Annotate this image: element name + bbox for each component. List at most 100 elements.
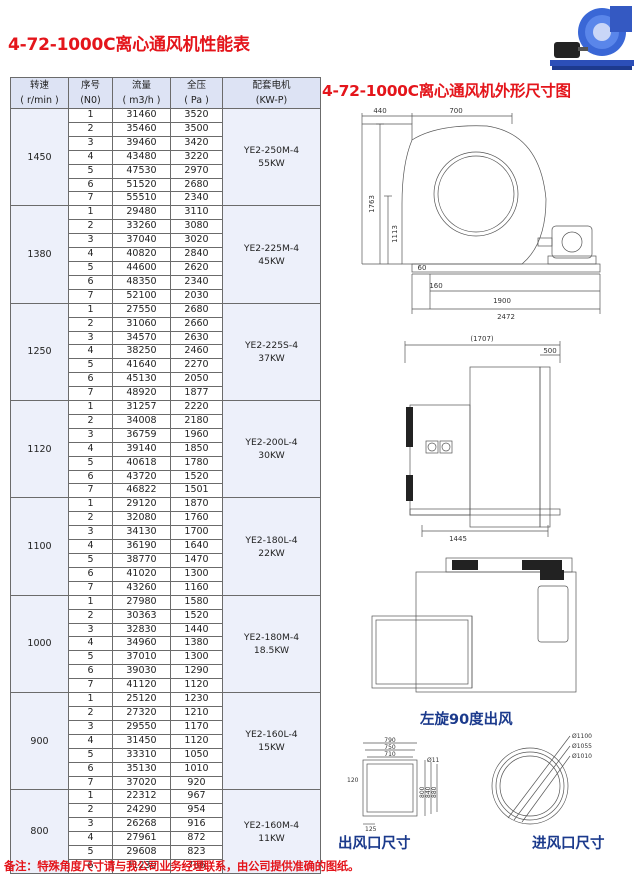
motor-power: 22KW	[258, 547, 285, 559]
flow-cell: 41640	[112, 358, 171, 374]
flow-cell: 36190	[112, 539, 171, 554]
dim-790: 790	[384, 737, 396, 744]
motor-power: 11KW	[258, 832, 285, 844]
number-cell: 3	[68, 817, 113, 833]
flow-cell: 55510	[112, 191, 171, 207]
pressure-cell: 2030	[170, 288, 223, 304]
motor-model: YE2-200L-4	[245, 437, 298, 449]
flow-cell: 39140	[112, 441, 171, 457]
header-number: 序号(N0)	[68, 77, 113, 109]
pressure-cell: 2620	[170, 260, 223, 276]
flow-cell: 29480	[112, 205, 171, 221]
pressure-cell: 2630	[170, 330, 223, 346]
number-cell: 7	[68, 386, 113, 402]
pressure-cell: 1877	[170, 386, 223, 402]
number-cell: 7	[68, 288, 113, 304]
number-cell: 3	[68, 330, 113, 346]
flow-cell: 25120	[112, 692, 171, 707]
flow-cell: 36759	[112, 427, 171, 443]
motor-model: YE2-225M-4	[243, 242, 300, 254]
pressure-cell: 2660	[170, 316, 223, 332]
pressure-cell: 1760	[170, 511, 223, 527]
number-cell: 5	[68, 553, 113, 568]
outlet-size-drawing: 790 750 710 Ø11 120 800 840 880 125	[347, 737, 440, 833]
dim-60: 60	[418, 264, 427, 272]
flow-cell: 38250	[112, 344, 171, 360]
number-cell: 7	[68, 191, 113, 207]
pressure-cell: 1170	[170, 719, 223, 735]
dim-800: 800	[419, 786, 426, 798]
number-cell: 4	[68, 636, 113, 652]
number-cell: 7	[68, 580, 113, 596]
number-cell: 3	[68, 622, 113, 638]
flow-cell: 26268	[112, 817, 171, 833]
pressure-cell: 1160	[170, 580, 223, 596]
page-title: 4-72-1000C离心通风机性能表	[8, 35, 250, 55]
number-cell: 1	[68, 302, 113, 318]
flow-cell: 31460	[112, 108, 171, 123]
number-cell: 7	[68, 483, 113, 499]
flow-cell: 43480	[112, 149, 171, 165]
number-cell: 5	[68, 163, 113, 179]
header-speed: 转速( r/min )	[10, 77, 69, 109]
left90-caption: 左旋90度出风	[420, 712, 513, 728]
footer-note: 备注：特殊角度尺寸请与我公司业务经理联系，由公司提供准确的图纸。	[4, 860, 360, 873]
dim-1900: 1900	[493, 297, 511, 305]
flow-cell: 48920	[112, 386, 171, 402]
inlet-size-drawing: Ø1100 Ø1055 Ø1010	[491, 733, 592, 825]
flow-cell: 41120	[112, 678, 171, 694]
flow-cell: 40618	[112, 455, 171, 471]
pressure-cell: 1120	[170, 733, 223, 749]
pressure-cell: 1640	[170, 539, 223, 554]
number-cell: 2	[68, 316, 113, 332]
flow-cell: 34960	[112, 636, 171, 652]
pressure-cell: 1380	[170, 636, 223, 652]
motor-model: YE2-180L-4	[245, 534, 298, 546]
pressure-cell: 2680	[170, 302, 223, 318]
performance-table: 转速( r/min ) 序号(N0) 流量( m3/h ) 全压( Pa ) 配…	[10, 77, 321, 874]
motor-power: 37KW	[258, 352, 285, 364]
number-cell: 6	[68, 664, 113, 680]
flow-cell: 43720	[112, 469, 171, 485]
speed-cell: 1380	[10, 205, 69, 304]
number-cell: 6	[68, 566, 113, 582]
flow-cell: 27961	[112, 831, 171, 847]
number-cell: 6	[68, 274, 113, 290]
pressure-cell: 967	[170, 789, 223, 805]
pressure-cell: 3020	[170, 233, 223, 249]
motor-model: YE2-160L-4	[245, 729, 298, 741]
motor-model: YE2-180M-4	[243, 631, 300, 643]
flow-cell: 33260	[112, 219, 171, 235]
dim-840: 840	[425, 786, 432, 798]
flow-cell: 51520	[112, 177, 171, 193]
speed-cell: 800	[10, 789, 69, 874]
flow-cell: 27550	[112, 302, 171, 318]
number-cell: 4	[68, 733, 113, 749]
header-flow: 流量( m3/h )	[112, 77, 171, 109]
pressure-cell: 3110	[170, 205, 223, 221]
number-cell: 1	[68, 400, 113, 415]
flow-cell: 29120	[112, 497, 171, 513]
flow-cell: 30363	[112, 608, 171, 624]
header-pressure: 全压( Pa )	[170, 77, 223, 109]
speed-cell: 900	[10, 692, 69, 791]
flow-cell: 40820	[112, 247, 171, 262]
